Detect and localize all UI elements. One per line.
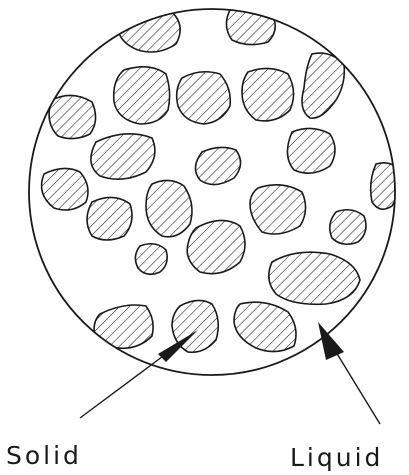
liquid-arrowhead [318, 322, 344, 360]
solid-grain [135, 244, 167, 275]
solid-grain [242, 68, 294, 120]
solid-grain [146, 180, 192, 236]
solid-grain [187, 220, 245, 273]
solid-grain [371, 163, 401, 209]
solid-grain [87, 197, 132, 240]
solid-grain [49, 95, 95, 138]
solid-grain [330, 210, 366, 245]
liquid-label: Liquid [290, 443, 383, 472]
solid-grain [250, 185, 306, 234]
solid-grain [94, 305, 153, 348]
solid-grain [234, 302, 296, 351]
solid-grain [195, 147, 240, 184]
solid-grain [302, 53, 344, 118]
solid-label: Solid [6, 441, 82, 470]
solid-grain [91, 134, 155, 179]
solid-grain [114, 67, 170, 124]
solid-grain [42, 168, 88, 210]
solid-grain [269, 252, 360, 304]
liquid-leader-line [336, 352, 380, 424]
solid-grain [287, 128, 335, 173]
solid-grain [177, 72, 231, 124]
solid-grains [42, 7, 401, 352]
